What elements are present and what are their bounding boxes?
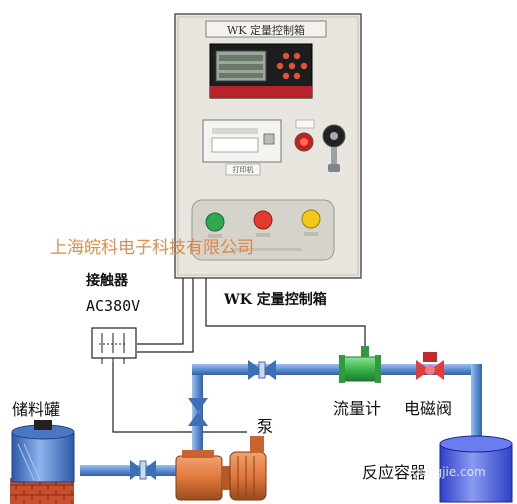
manual-valve-suction — [130, 460, 156, 480]
storage-tank-device — [10, 420, 75, 504]
red-button — [253, 210, 273, 230]
yellow-button — [301, 209, 321, 229]
company-watermark: 上海皖科电子科技有限公司 — [50, 238, 254, 258]
green-button — [205, 212, 225, 232]
button-panel — [191, 199, 335, 261]
contactor-device — [91, 327, 137, 364]
cabinet-nameplate: WK 定量控制箱 — [226, 24, 306, 37]
controller-key-6 — [282, 72, 290, 80]
controller-key-7 — [293, 72, 301, 80]
pump-motor — [175, 436, 267, 501]
controller-key-5 — [300, 62, 308, 70]
control-cabinet — [174, 13, 362, 279]
reactor-vessel-device — [439, 435, 513, 503]
storage-tank-label: 储料罐 — [12, 400, 61, 419]
printer-unit — [202, 119, 282, 176]
controller-key-3 — [276, 62, 284, 70]
site-watermark: gongjie.com — [412, 465, 486, 479]
key-switch — [322, 124, 346, 172]
cabinet-caption: WK 定量控制箱 — [224, 292, 327, 308]
contactor-voltage: AC380V — [86, 297, 141, 315]
printer-label: 打印机 — [232, 166, 254, 174]
solenoid-valve-device — [416, 352, 444, 380]
manual-valve-riser — [188, 398, 208, 426]
flow-controller-unit — [209, 43, 313, 99]
flowmeter-device — [339, 346, 381, 383]
manual-valve-upper — [248, 360, 276, 380]
pump-label: 泵 — [257, 417, 274, 436]
contactor-title: 接触器 — [86, 273, 128, 289]
controller-key-4 — [288, 62, 296, 70]
controller-key-1 — [282, 52, 290, 60]
flowmeter-label: 流量计 — [333, 399, 382, 418]
solenoid-valve-label: 电磁阀 — [404, 399, 453, 418]
controller-key-2 — [293, 52, 301, 60]
reactor-label: 反应容器 — [362, 463, 427, 482]
